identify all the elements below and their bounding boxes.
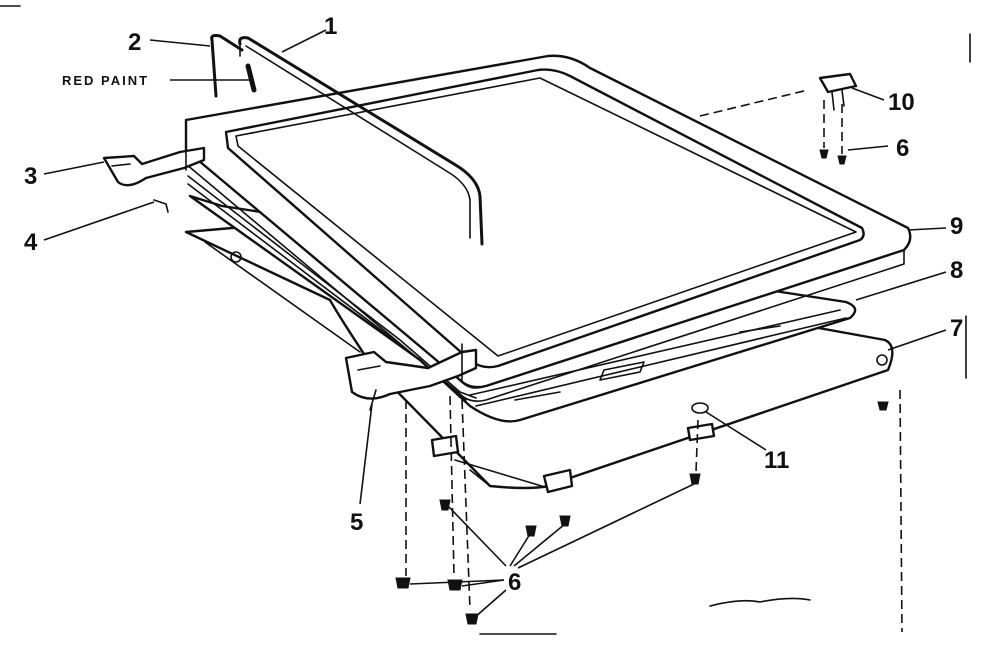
rod-part-2 <box>210 34 257 98</box>
hinge-part-5 <box>344 343 478 411</box>
callout-6-bottom: 6 <box>508 569 521 596</box>
assembly-lines <box>405 89 903 633</box>
callout-6-top: 6 <box>896 135 909 162</box>
callout-3: 3 <box>24 163 37 190</box>
callout-1: 1 <box>324 13 337 40</box>
leader-lines <box>43 29 947 619</box>
callout-8: 8 <box>950 257 963 284</box>
pin-part-4 <box>153 199 169 213</box>
callout-11: 11 <box>764 447 789 474</box>
callout-2: 2 <box>128 29 141 56</box>
hinge-part-3 <box>102 146 206 187</box>
scan-marks <box>0 5 971 635</box>
callout-10: 10 <box>888 89 915 116</box>
callout-9: 9 <box>950 213 963 240</box>
screws-part-6 <box>395 149 889 625</box>
callout-5: 5 <box>350 509 363 536</box>
bracket-part-10 <box>818 72 858 111</box>
red-paint-note: RED PAINT <box>62 73 149 88</box>
callout-7: 7 <box>950 315 963 342</box>
callout-4: 4 <box>24 229 38 256</box>
clip-part-11 <box>686 402 716 442</box>
top-frame-part-9 <box>184 54 912 402</box>
